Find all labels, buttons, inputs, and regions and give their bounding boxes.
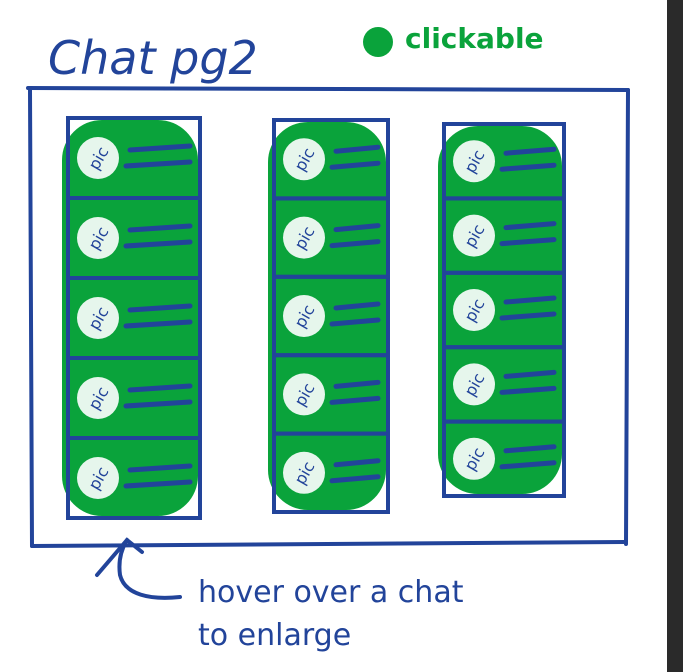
message-preview-line [499, 162, 557, 172]
message-preview-line [127, 223, 193, 233]
message-preview-line [333, 301, 381, 311]
chat-item[interactable]: pic [66, 116, 202, 200]
message-preview-line [127, 303, 193, 313]
message-preview-line [499, 385, 557, 395]
message-preview-line [329, 395, 381, 405]
message-preview-line [333, 379, 381, 389]
chat-column-2: pic pic pic pic pic [268, 118, 390, 515]
legend-clickable-label: clickable [405, 22, 544, 55]
chat-item[interactable]: pic [66, 356, 202, 440]
avatar-circle [77, 377, 119, 419]
chat-item[interactable]: pic [442, 345, 566, 424]
wireframe-sketch: Chat pg2 clickable picpicpicpicpicpicpic… [26, 22, 630, 653]
chat-item-border [272, 431, 390, 515]
avatar-circle [453, 214, 495, 257]
chat-item[interactable]: pic [272, 274, 390, 358]
hover-note-arrow [95, 537, 182, 600]
message-preview-line [123, 399, 193, 409]
message-preview-line [503, 295, 557, 305]
message-preview-line [329, 317, 381, 327]
avatar-circle [77, 217, 119, 259]
avatar: pic [77, 457, 119, 499]
avatar: pic [283, 295, 325, 337]
message-preview-line [503, 444, 557, 454]
chat-column-3: pic pic pic pic pic [438, 122, 566, 499]
hover-note-line1: hover over a chat [198, 575, 464, 610]
message-preview-line [329, 474, 381, 484]
avatar-circle [453, 363, 495, 406]
message-preview-line [127, 383, 193, 393]
avatar-circle [283, 373, 325, 416]
message-preview-line [333, 144, 381, 154]
avatar: pic [283, 373, 325, 416]
chat-item[interactable]: pic [442, 419, 566, 499]
message-preview-line [329, 239, 381, 249]
avatar: pic [453, 214, 495, 257]
chat-item[interactable]: pic [272, 431, 390, 515]
avatar-circle [453, 289, 495, 331]
message-preview-line [329, 160, 381, 170]
message-preview-line [123, 159, 193, 169]
message-preview-line [333, 223, 381, 233]
avatar-circle [283, 138, 325, 181]
avatar: pic [77, 137, 119, 179]
avatar-circle [453, 140, 495, 183]
avatar: pic [77, 217, 119, 259]
avatar-circle [283, 295, 325, 337]
message-preview-line [127, 143, 193, 153]
message-preview-line [503, 221, 557, 231]
avatar-circle [77, 137, 119, 179]
message-preview-line [127, 463, 193, 473]
avatar: pic [453, 140, 495, 183]
avatar: pic [453, 437, 495, 480]
message-preview-line [123, 239, 193, 249]
message-preview-line [333, 458, 381, 468]
message-preview-line [499, 460, 557, 470]
chat-column-1: pic pic pic pic pic [62, 116, 202, 520]
avatar: pic [283, 216, 325, 259]
chat-item-border [442, 419, 566, 499]
message-preview-line [123, 319, 193, 329]
page-title: Chat pg2 [48, 31, 258, 85]
chat-item-border [66, 436, 202, 520]
avatar: pic [283, 138, 325, 181]
message-preview-line [503, 146, 557, 156]
avatar-circle [77, 457, 119, 499]
avatar: pic [283, 451, 325, 494]
chat-item[interactable]: pic [272, 118, 390, 201]
hover-note-line2: to enlarge [198, 618, 351, 653]
chat-columns: picpicpicpicpicpicpicpicpicpicpicpicpicp… [62, 116, 566, 520]
avatar: pic [77, 377, 119, 419]
avatar-circle [77, 297, 119, 339]
chat-item[interactable]: pic [66, 436, 202, 520]
scrollbar[interactable] [667, 0, 683, 672]
message-preview-line [123, 479, 193, 489]
avatar: pic [77, 297, 119, 339]
message-preview-line [503, 369, 557, 379]
avatar-circle [283, 451, 325, 494]
avatar-circle [283, 216, 325, 259]
chat-item[interactable]: pic [442, 122, 566, 201]
avatar: pic [453, 289, 495, 331]
message-preview-line [499, 237, 557, 247]
avatar-circle [453, 437, 495, 480]
avatar: pic [453, 363, 495, 406]
message-preview-line [499, 311, 557, 321]
legend-clickable-swatch [363, 27, 393, 57]
